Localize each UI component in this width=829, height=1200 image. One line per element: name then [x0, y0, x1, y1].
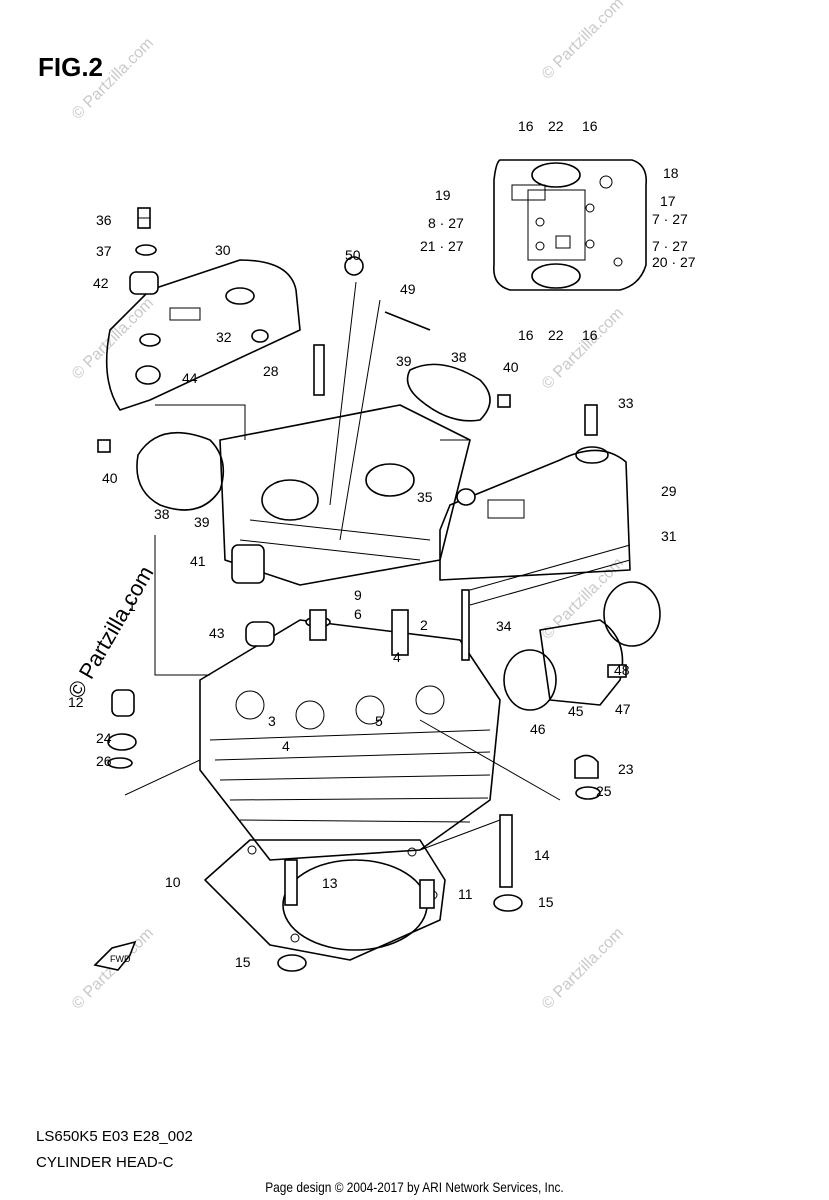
callout-label: 4 — [393, 649, 401, 665]
callout-label: 15 — [235, 954, 251, 970]
callout-label: 47 — [615, 701, 631, 717]
callout-label: 17 — [660, 193, 676, 209]
callout-label: 50 — [345, 247, 361, 263]
callout-label: 35 — [417, 489, 433, 505]
cylinder-head — [199, 619, 501, 861]
callout-label: 46 — [530, 721, 546, 737]
callout-label: 21 · 27 — [420, 238, 464, 254]
callout-label: 31 — [661, 528, 677, 544]
callout-label: 40 — [503, 359, 519, 375]
callout-label: 23 — [618, 761, 634, 777]
watermark-main: © Partzilla.com — [63, 562, 159, 703]
callout-label: 37 — [96, 243, 112, 259]
callout-label: 40 — [102, 470, 118, 486]
callout-label: 4 — [282, 738, 290, 754]
cylinder-head-cover-left — [105, 259, 301, 411]
figure-label: FIG.2 — [38, 52, 104, 82]
diagram-name: CYLINDER HEAD-C — [36, 1154, 174, 1171]
cylinder-head-cover-right — [439, 446, 631, 606]
callout-label: 44 — [182, 370, 198, 386]
callout-label: 16 — [582, 327, 598, 343]
callout-label: 14 — [534, 847, 550, 863]
copyright-notice: Page design © 2004-2017 by ARI Network S… — [265, 1179, 564, 1195]
callout-label: 38 — [451, 349, 467, 365]
callout-label: 18 — [663, 165, 679, 181]
callout-label: 43 — [209, 625, 225, 641]
callout-label: 32 — [216, 329, 232, 345]
watermark: © Partzilla.com — [539, 925, 627, 1013]
callout-label: 20 · 27 — [652, 254, 696, 270]
leader-lines — [124, 217, 561, 851]
callout-label: 29 — [661, 483, 677, 499]
callout-label: 25 — [596, 783, 612, 799]
side-covers — [136, 363, 491, 511]
callout-label: 22 — [548, 327, 564, 343]
callout-label: 39 — [194, 514, 210, 530]
cylinder-head-gasket — [204, 839, 446, 961]
callout-label: 28 — [263, 363, 279, 379]
callout-label: 6 — [354, 606, 362, 622]
callout-label: 41 — [190, 553, 206, 569]
callout-label: 16 — [582, 118, 598, 134]
callout-label: 39 — [396, 353, 412, 369]
callout-label: 22 — [548, 118, 564, 134]
callout-label: 49 — [400, 281, 416, 297]
fasteners — [97, 207, 627, 972]
watermark: © Partzilla.com — [539, 305, 627, 393]
callout-label: 5 — [375, 713, 383, 729]
callout-label: 42 — [93, 275, 109, 291]
watermark: © Partzilla.com — [539, 555, 627, 643]
callout-label: 45 — [568, 703, 584, 719]
callout-label: 19 — [435, 187, 451, 203]
watermark: © Partzilla.com — [69, 35, 157, 123]
callout-label: 24 — [96, 730, 112, 746]
callout-label: 30 — [215, 242, 231, 258]
callout-label: 38 — [154, 506, 170, 522]
callout-label: 26 — [96, 753, 112, 769]
intake-pipe-assembly — [503, 581, 661, 711]
valve-cover-detail — [493, 159, 648, 291]
callout-label: 33 — [618, 395, 634, 411]
callout-label: 8 · 27 — [428, 215, 464, 231]
fwd-label: FWD — [110, 954, 131, 964]
callout-label: 7 · 27 — [652, 238, 688, 254]
watermark: © Partzilla.com — [539, 0, 627, 83]
callout-label: 34 — [496, 618, 512, 634]
callout-label: 2 — [420, 617, 428, 633]
fwd-arrow-icon: FWD — [93, 940, 137, 971]
model-code: LS650K5 E03 E28_002 — [36, 1128, 193, 1145]
callout-label: 13 — [322, 875, 338, 891]
callout-label: 36 — [96, 212, 112, 228]
callout-label: 11 — [458, 886, 473, 902]
callout-label: 15 — [538, 894, 554, 910]
callout-label: 16 — [518, 327, 534, 343]
callout-label: 3 — [268, 713, 276, 729]
callout-label: 12 — [68, 694, 84, 710]
callout-label: 10 — [165, 874, 181, 890]
callout-label: 48 — [614, 662, 630, 678]
rocker-housing — [219, 404, 471, 586]
callout-label: 7 · 27 — [652, 211, 688, 227]
callout-label: 16 — [518, 118, 534, 134]
callout-label: 1 — [128, 598, 136, 614]
callout-label: 9 — [354, 587, 362, 603]
